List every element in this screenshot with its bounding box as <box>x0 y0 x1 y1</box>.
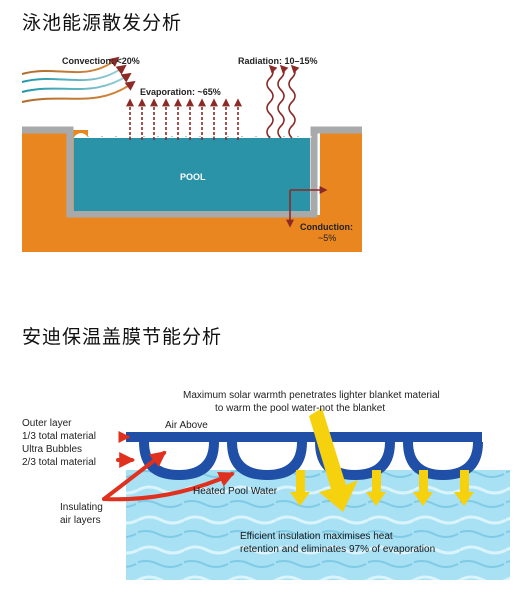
bubble <box>227 442 307 480</box>
pool-blanket-diagram: Maximum solar warmth penetrates lighter … <box>22 390 510 580</box>
label-convection: Convection: <20% <box>62 56 140 66</box>
label-radiation: Radiation: 10–15% <box>238 56 318 66</box>
label-ultra-bubbles-share: 2/3 total material <box>22 457 96 468</box>
evaporation-arrows <box>126 98 242 140</box>
label-solar-line-2: to warm the pool water-not the blanket <box>215 403 385 414</box>
heated-pool-water <box>126 470 510 580</box>
label-outer-layer-share: 1/3 total material <box>22 431 96 442</box>
label-conduction-value: ~5% <box>318 233 336 243</box>
label-evaporation: Evaporation: ~65% <box>140 87 221 97</box>
pool-water <box>74 136 310 211</box>
label-air-layers: air layers <box>60 515 101 526</box>
pool-basin <box>22 126 362 218</box>
label-outer-layer: Outer layer <box>22 418 72 429</box>
sun-arrows <box>290 408 474 512</box>
convection-arrows <box>21 56 136 103</box>
label-efficient-line-1: Efficient insulation maximises heat <box>240 531 393 542</box>
label-insulating: Insulating <box>60 502 103 513</box>
label-efficient-line-2: retention and eliminates 97% of evaporat… <box>240 544 435 555</box>
water-waves <box>74 133 312 138</box>
radiation-arrows <box>266 64 300 139</box>
section-heading-blanket-savings: 安迪保温盖膜节能分析 <box>22 326 223 348</box>
conduction-arrows <box>286 186 328 228</box>
label-solar-line-1: Maximum solar warmth penetrates lighter … <box>183 390 440 401</box>
pointer-arrows <box>102 431 235 502</box>
blanket-outer-layer <box>126 432 482 442</box>
label-conduction: Conduction: <box>300 222 353 232</box>
label-air-above: Air Above <box>165 420 208 431</box>
label-pool: POOL <box>180 172 206 182</box>
big-sun-arrow <box>309 408 358 512</box>
section-heading-energy-loss: 泳池能源散发分析 <box>22 12 183 34</box>
label-heated-pool-water: Heated Pool Water <box>193 486 278 497</box>
bubble <box>139 442 219 480</box>
label-ultra-bubbles: Ultra Bubbles <box>22 444 82 455</box>
